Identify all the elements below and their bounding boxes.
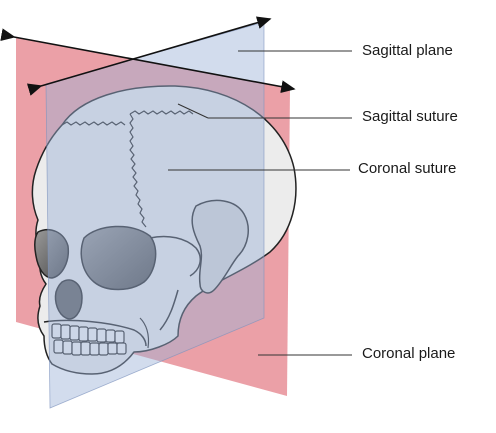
label-sagittal-suture: Sagittal suture	[362, 108, 458, 126]
label-coronal-plane: Coronal plane	[362, 345, 455, 363]
label-coronal-suture: Coronal suture	[358, 160, 456, 178]
label-sagittal-plane: Sagittal plane	[362, 42, 453, 60]
